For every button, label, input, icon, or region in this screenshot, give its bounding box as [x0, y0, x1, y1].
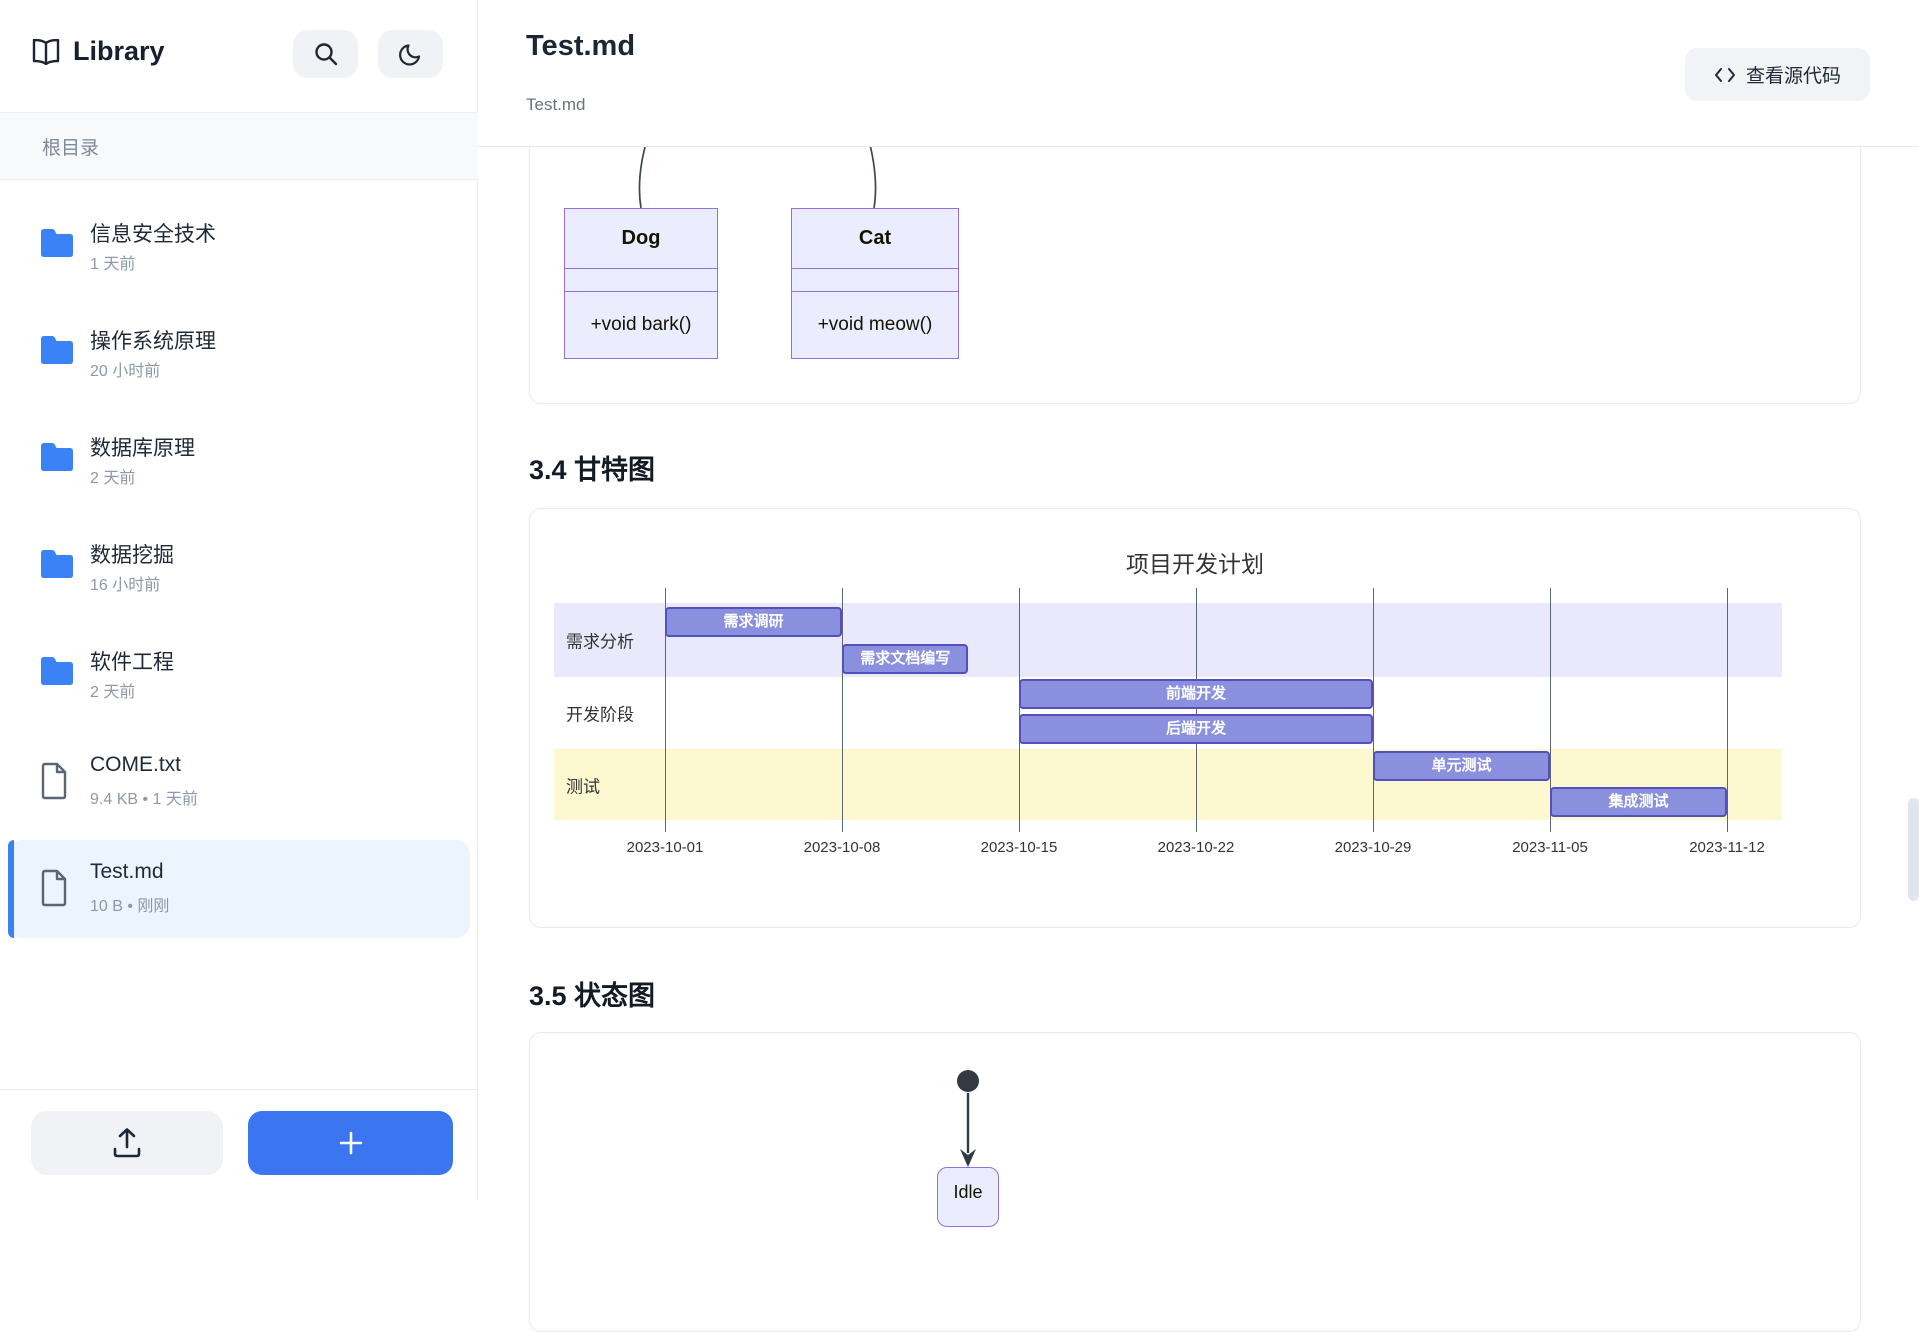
state-diagram-card: Idle [529, 1032, 1861, 1332]
sidebar-section-header: 根目录 [0, 112, 478, 180]
file-list: 信息安全技术 1 天前 操作系统原理 20 小时前 数据 [8, 198, 470, 947]
gantt-task-bar: 集成测试 [1550, 787, 1727, 817]
main-header: Test.md Test.md 查看源代码 [478, 0, 1919, 147]
upload-button[interactable] [31, 1111, 223, 1175]
gantt-gridline [1727, 588, 1728, 832]
folder-icon [37, 226, 77, 260]
file-list-item[interactable]: 信息安全技术 1 天前 [8, 198, 470, 296]
breadcrumb: Test.md [526, 95, 586, 114]
file-list-item[interactable]: Test.md 10 B • 刚刚 [8, 840, 470, 938]
class-name: Cat [792, 209, 958, 269]
file-list-item[interactable]: COME.txt 9.4 KB • 1 天前 [8, 733, 470, 831]
file-item-meta: 16 小时前 [90, 577, 161, 594]
state-box-idle: Idle [937, 1167, 999, 1227]
file-item-meta: 2 天前 [90, 684, 136, 701]
view-source-button[interactable]: 查看源代码 [1685, 48, 1870, 101]
folder-icon [37, 440, 77, 474]
gantt-axis-label: 2023-10-01 [626, 839, 704, 856]
gantt-gridline [1550, 588, 1551, 832]
file-icon [37, 868, 71, 908]
gantt-task-bar: 前端开发 [1019, 679, 1373, 709]
file-item-meta: 20 小时前 [90, 363, 161, 380]
upload-icon [110, 1127, 144, 1159]
gantt-axis-label: 2023-10-15 [980, 839, 1058, 856]
gantt-task-bar: 后端开发 [1019, 714, 1373, 744]
file-item-meta: 2 天前 [90, 470, 136, 487]
plus-icon [338, 1130, 364, 1156]
transition-arrow [960, 1093, 976, 1167]
folder-icon [37, 654, 77, 688]
file-list-item[interactable]: 操作系统原理 20 小时前 [8, 305, 470, 403]
gantt-gridline [1373, 588, 1374, 832]
gantt-chart: 项目开发计划 2023-10-01 2023-10-08 2023-10-15 2023… [530, 509, 1860, 927]
gantt-gridline [665, 588, 666, 832]
sidebar-divider [0, 1089, 478, 1090]
file-item-meta: 9.4 KB • 1 天前 [90, 791, 198, 808]
sidebar: Library 根目录 信息安全技术 1 [0, 0, 478, 1199]
class-box-cat: Cat +void meow() [791, 208, 959, 359]
gantt-task-bar: 需求调研 [665, 607, 842, 637]
add-file-button[interactable] [248, 1111, 453, 1175]
gantt-axis-label: 2023-11-05 [1512, 839, 1588, 856]
app-title: Library [73, 36, 165, 66]
class-box-dog: Dog +void bark() [564, 208, 718, 359]
file-item-name: 数据库原理 [90, 437, 195, 460]
gantt-section-label: 测试 [566, 777, 600, 796]
gantt-task-bar: 单元测试 [1373, 751, 1550, 781]
gantt-axis-label: 2023-10-22 [1157, 839, 1235, 856]
file-list-item[interactable]: 数据挖掘 16 小时前 [8, 519, 470, 617]
file-item-name: 软件工程 [90, 651, 174, 674]
file-item-name: COME.txt [90, 753, 182, 776]
gantt-axis-label: 2023-10-29 [1334, 839, 1412, 856]
gantt-gridline [1196, 588, 1197, 832]
class-attributes [565, 269, 717, 292]
class-method: +void meow() [817, 313, 933, 335]
gantt-gridline [1019, 588, 1020, 832]
search-icon [313, 41, 339, 67]
class-name: Dog [565, 209, 717, 269]
gantt-title: 项目开发计划 [1126, 551, 1264, 577]
class-method: +void bark() [590, 313, 692, 335]
gantt-chart-card: 项目开发计划 2023-10-01 2023-10-08 2023-10-15 2023… [529, 508, 1861, 928]
code-icon [1714, 66, 1736, 84]
file-item-name: Test.md [90, 860, 164, 883]
scrollbar-thumb[interactable] [1908, 798, 1919, 901]
search-button[interactable] [293, 30, 358, 78]
file-item-name: 数据挖掘 [90, 544, 174, 567]
file-item-meta: 1 天前 [90, 256, 136, 273]
page-title: Test.md [526, 30, 636, 62]
section-heading-state: 3.5 状态图 [529, 981, 656, 1011]
gantt-gridline [842, 588, 843, 832]
view-source-label: 查看源代码 [1745, 66, 1841, 87]
gantt-task-bar: 需求文档编写 [842, 644, 969, 674]
gantt-section-label: 需求分析 [566, 632, 634, 652]
file-item-name: 信息安全技术 [90, 223, 216, 246]
folder-icon [37, 547, 77, 581]
file-list-item[interactable]: 软件工程 2 天前 [8, 626, 470, 724]
gantt-axis-label: 2023-10-08 [803, 839, 881, 856]
theme-toggle-button[interactable] [378, 30, 443, 78]
class-attributes [792, 269, 958, 292]
gantt-axis-label: 2023-11-12 [1689, 839, 1765, 856]
book-icon [31, 38, 61, 65]
file-list-item[interactable]: 数据库原理 2 天前 [8, 412, 470, 510]
gantt-section-label: 开发阶段 [566, 705, 634, 725]
file-item-meta: 10 B • 刚刚 [90, 898, 170, 915]
moon-icon [398, 41, 424, 67]
section-heading-gantt: 3.4 甘特图 [529, 455, 656, 485]
folder-icon [37, 333, 77, 367]
file-icon [37, 761, 71, 801]
file-item-name: 操作系统原理 [90, 330, 216, 353]
initial-state-dot [957, 1070, 979, 1092]
class-diagram-card: Dog +void bark() Cat +void meow() [529, 118, 1861, 404]
